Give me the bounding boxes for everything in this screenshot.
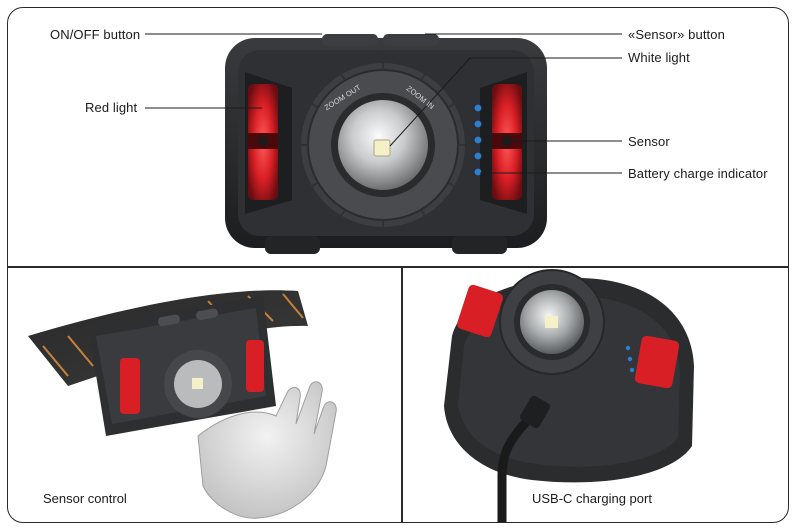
sensor-button: [383, 34, 439, 46]
red-light-right-angled: [246, 340, 264, 392]
red-light-left-top: [457, 284, 503, 338]
bottom-left-panel: Sensor control: [8, 266, 400, 522]
callout-sensor: Sensor: [628, 134, 670, 149]
red-light-right-top: [634, 335, 680, 389]
sensor-window: [502, 136, 512, 146]
caption-usb-c: USB-C charging port: [532, 491, 652, 506]
white-led-chip: [373, 139, 391, 157]
figure-frame: [7, 7, 789, 523]
waving-hand: [197, 381, 337, 519]
callout-white-light: White light: [628, 50, 690, 65]
battery-indicator-leds: [474, 104, 482, 176]
sensor-control-illustration: [28, 290, 337, 519]
headlamp-front-illustration: [145, 33, 622, 254]
caption-sensor-control: Sensor control: [43, 491, 127, 506]
red-light-left-angled: [120, 358, 140, 414]
callout-on-off-button: ON/OFF button: [50, 27, 141, 42]
bottom-right-panel: USB-C charging port: [402, 266, 788, 522]
white-led-chip-angled: [192, 378, 203, 389]
battery-indicator-leds-top: [625, 345, 635, 373]
usb-c-plug: [519, 395, 551, 429]
callout-sensor-button: «Sensor» button: [628, 27, 725, 42]
callout-red-light: Red light: [85, 100, 138, 115]
divider-vertical: [401, 266, 403, 522]
top-panel-front-view: ZOOM OUT ZOOM IN ON/OFF button Red light…: [0, 0, 796, 260]
on-off-button: [322, 34, 378, 46]
divider-horizontal: [8, 266, 788, 268]
callout-battery-indicator: Battery charge indicator: [628, 166, 768, 181]
usb-c-illustration: [444, 269, 694, 522]
